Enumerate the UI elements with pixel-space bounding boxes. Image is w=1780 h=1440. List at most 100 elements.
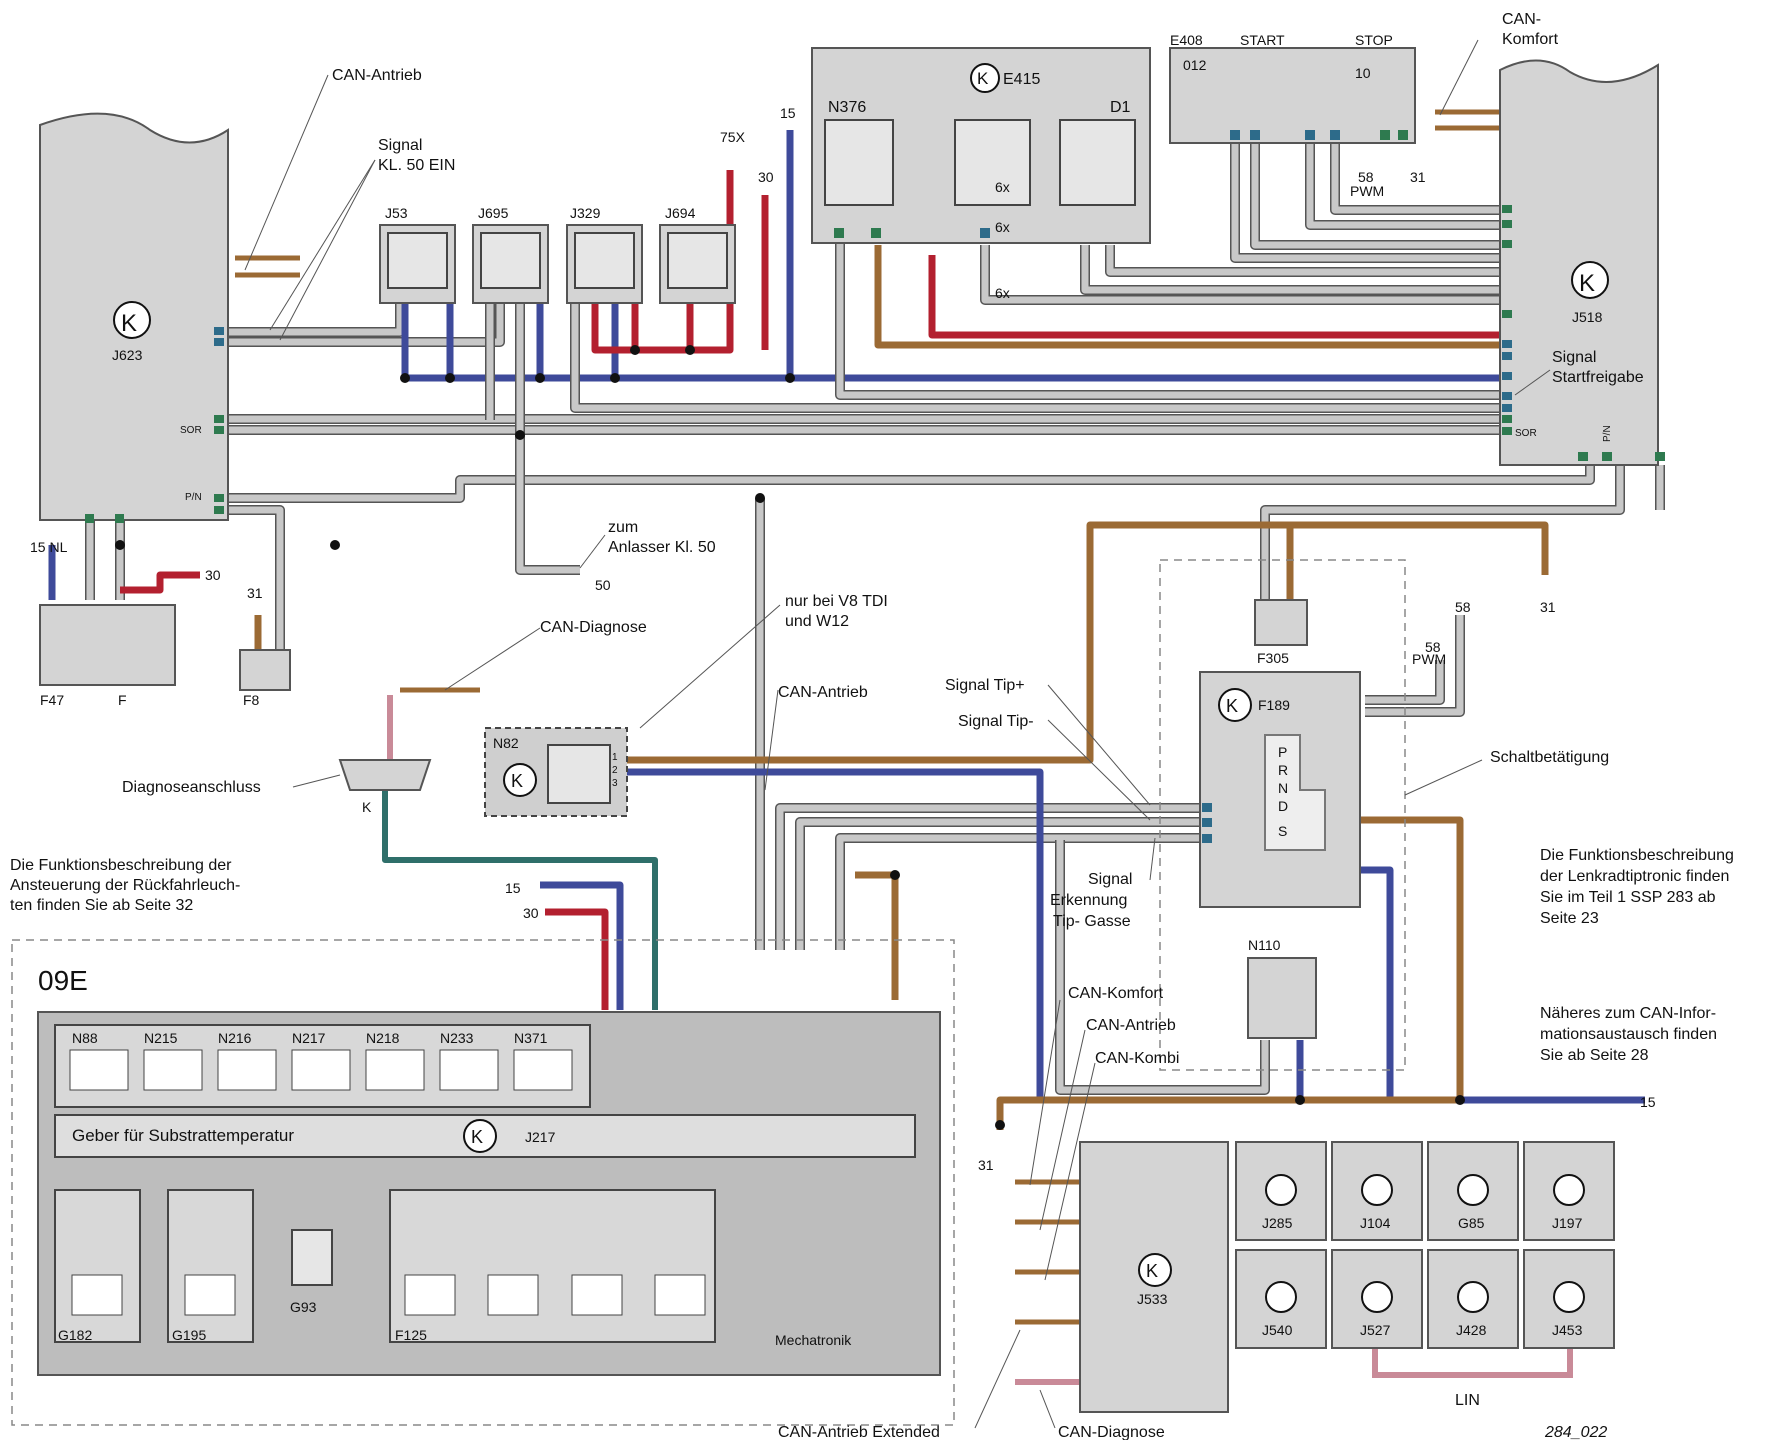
valve-n218: N218: [366, 1030, 400, 1046]
t15nl-label: 15 NL: [30, 539, 68, 555]
switch-f47-f: F47 F 15 NL 30: [30, 539, 221, 708]
j217-label: J217: [525, 1129, 556, 1145]
e415-k-icon: [970, 63, 1000, 93]
six-x-pin: 6x: [995, 219, 1010, 235]
j518-k-icon: [1571, 261, 1609, 299]
e408-start-stop-button: E408 012 START STOP 10 58 PWM 31: [1169, 32, 1426, 199]
j329-label: J329: [570, 205, 601, 221]
svg-text:K: K: [1146, 1261, 1158, 1281]
valve-n371: N371: [514, 1030, 548, 1046]
pn-left-label: P/N: [185, 492, 202, 503]
can-komfort-top-line1: CAN-: [1502, 11, 1541, 28]
t31d-label: 31: [978, 1157, 994, 1173]
t30b-label: 30: [758, 169, 774, 185]
six-x-lower: 6x: [995, 285, 1010, 301]
note-right-b3: Sie ab Seite 28: [1540, 1047, 1649, 1064]
diagnostic-connector: K: [338, 759, 432, 815]
f305-label: F305: [1257, 650, 1289, 666]
g93-label: G93: [290, 1299, 317, 1315]
lin-label: LIN: [1455, 1392, 1480, 1409]
e415-label: E415: [1003, 71, 1040, 88]
t31b-label: 31: [1410, 169, 1426, 185]
gearbox-label: 09E: [38, 965, 88, 996]
f-label: F: [118, 692, 127, 708]
svg-text:K: K: [977, 69, 989, 88]
valve-n88: N88: [72, 1030, 98, 1046]
j285-label: J285: [1262, 1215, 1293, 1231]
note-left-2: Ansteuerung der Rückfahrleuch-: [10, 877, 240, 894]
mechatronik-label: Mechatronik: [775, 1332, 852, 1348]
schaltbetaetigung-label: Schaltbetätigung: [1490, 749, 1609, 766]
t30c-label: 30: [523, 905, 539, 921]
n82-pin2: 2: [612, 765, 618, 776]
relays: J53 J695 J329 J694: [379, 205, 736, 304]
signal-tip-minus: Signal Tip-: [958, 713, 1034, 730]
valve-row: N88 N215 N216 N217 N218 N233 N371: [69, 1030, 573, 1091]
n110-label: N110: [1248, 937, 1281, 953]
switch-f8: F8 31: [239, 585, 291, 708]
note-right-a2: der Lenkradtiptronic finden: [1540, 868, 1729, 885]
f8-label: F8: [243, 692, 260, 708]
note-right-b2: mationsaustausch finden: [1540, 1026, 1717, 1043]
sor-left-label: SOR: [180, 425, 202, 436]
j527-label: J527: [1360, 1322, 1391, 1338]
valve-n217: N217: [292, 1030, 326, 1046]
j695-label: J695: [478, 205, 509, 221]
j428-label: J428: [1456, 1322, 1487, 1338]
j540-label: J540: [1262, 1322, 1293, 1338]
signal-erkennung-line3: Tip- Gasse: [1053, 913, 1131, 930]
e415-ignition-switch: K E415 N376 D1 6x 6x 6x: [811, 47, 1151, 301]
j694-label: J694: [665, 205, 696, 221]
nur-v8-line1: nur bei V8 TDI: [785, 593, 888, 610]
leader-lines: [244, 39, 1551, 1429]
note-left-3: ten finden Sie ab Seite 32: [10, 897, 193, 914]
t58b-label: 58: [1455, 599, 1471, 615]
t30a-label: 30: [205, 567, 221, 583]
f125-label: F125: [395, 1327, 427, 1343]
svg-text:K: K: [121, 310, 137, 337]
t58pwm-label: 58: [1425, 639, 1441, 655]
can-antrieb-top: CAN-Antrieb: [332, 67, 422, 84]
svg-text:K: K: [1226, 696, 1238, 716]
pn-right-label: P/N: [1602, 425, 1613, 442]
prnds-n: N: [1278, 780, 1288, 796]
can-kombi-label: CAN-Kombi: [1095, 1050, 1179, 1067]
f189-label: F189: [1258, 697, 1290, 713]
j518-control-unit: K J518 SOR P/N: [1499, 59, 1665, 466]
can-antrieb-bottom: CAN-Antrieb: [1086, 1017, 1176, 1034]
n376-label: N376: [828, 99, 866, 116]
pwm2-label: PWM: [1412, 651, 1446, 667]
can-diagnose-bottom: CAN-Diagnose: [1058, 1424, 1165, 1440]
e408-label: E408: [1170, 32, 1203, 48]
annotations: CAN-Antrieb Signal KL. 50 EIN CAN- Komfo…: [122, 11, 1644, 1440]
stop-label: STOP: [1355, 32, 1393, 48]
j533-label: J533: [1137, 1291, 1168, 1307]
junctions: [115, 345, 1465, 1130]
valve-n215: N215: [144, 1030, 178, 1046]
six-x-inner: 6x: [995, 179, 1010, 195]
n82-module: K N82 1 2 3: [484, 727, 628, 817]
can-komfort-top-line2: Komfort: [1502, 31, 1559, 48]
zum-anlasser-line2: Anlasser Kl. 50: [608, 539, 716, 556]
t75x-label: 75X: [720, 129, 746, 145]
n110-solenoid: N110: [1247, 937, 1317, 1039]
svg-text:K: K: [1579, 270, 1595, 297]
prnds-d: D: [1278, 798, 1288, 814]
note-right-b1: Näheres zum CAN-Infor-: [1540, 1005, 1716, 1022]
j518-label: J518: [1572, 309, 1603, 325]
can-antrieb-extended: CAN-Antrieb Extended: [778, 1424, 940, 1440]
g195-label: G195: [172, 1327, 206, 1343]
n82-label: N82: [493, 735, 519, 751]
n82-pin3: 3: [612, 778, 618, 789]
start-label: START: [1240, 32, 1285, 48]
ten-label: 10: [1355, 65, 1371, 81]
t50-label: 50: [595, 577, 611, 593]
figure-id: 284_022: [1544, 1424, 1607, 1440]
j623-control-unit: K J623 SOR P/N: [39, 112, 229, 523]
zum-anlasser-line1: zum: [608, 519, 638, 536]
j453-label: J453: [1552, 1322, 1583, 1338]
signal-kl50-line2: KL. 50 EIN: [378, 157, 455, 174]
f305-switch: F305: [1254, 599, 1308, 666]
can-diagnose-top: CAN-Diagnose: [540, 619, 647, 636]
pwm-label: PWM: [1350, 183, 1384, 199]
